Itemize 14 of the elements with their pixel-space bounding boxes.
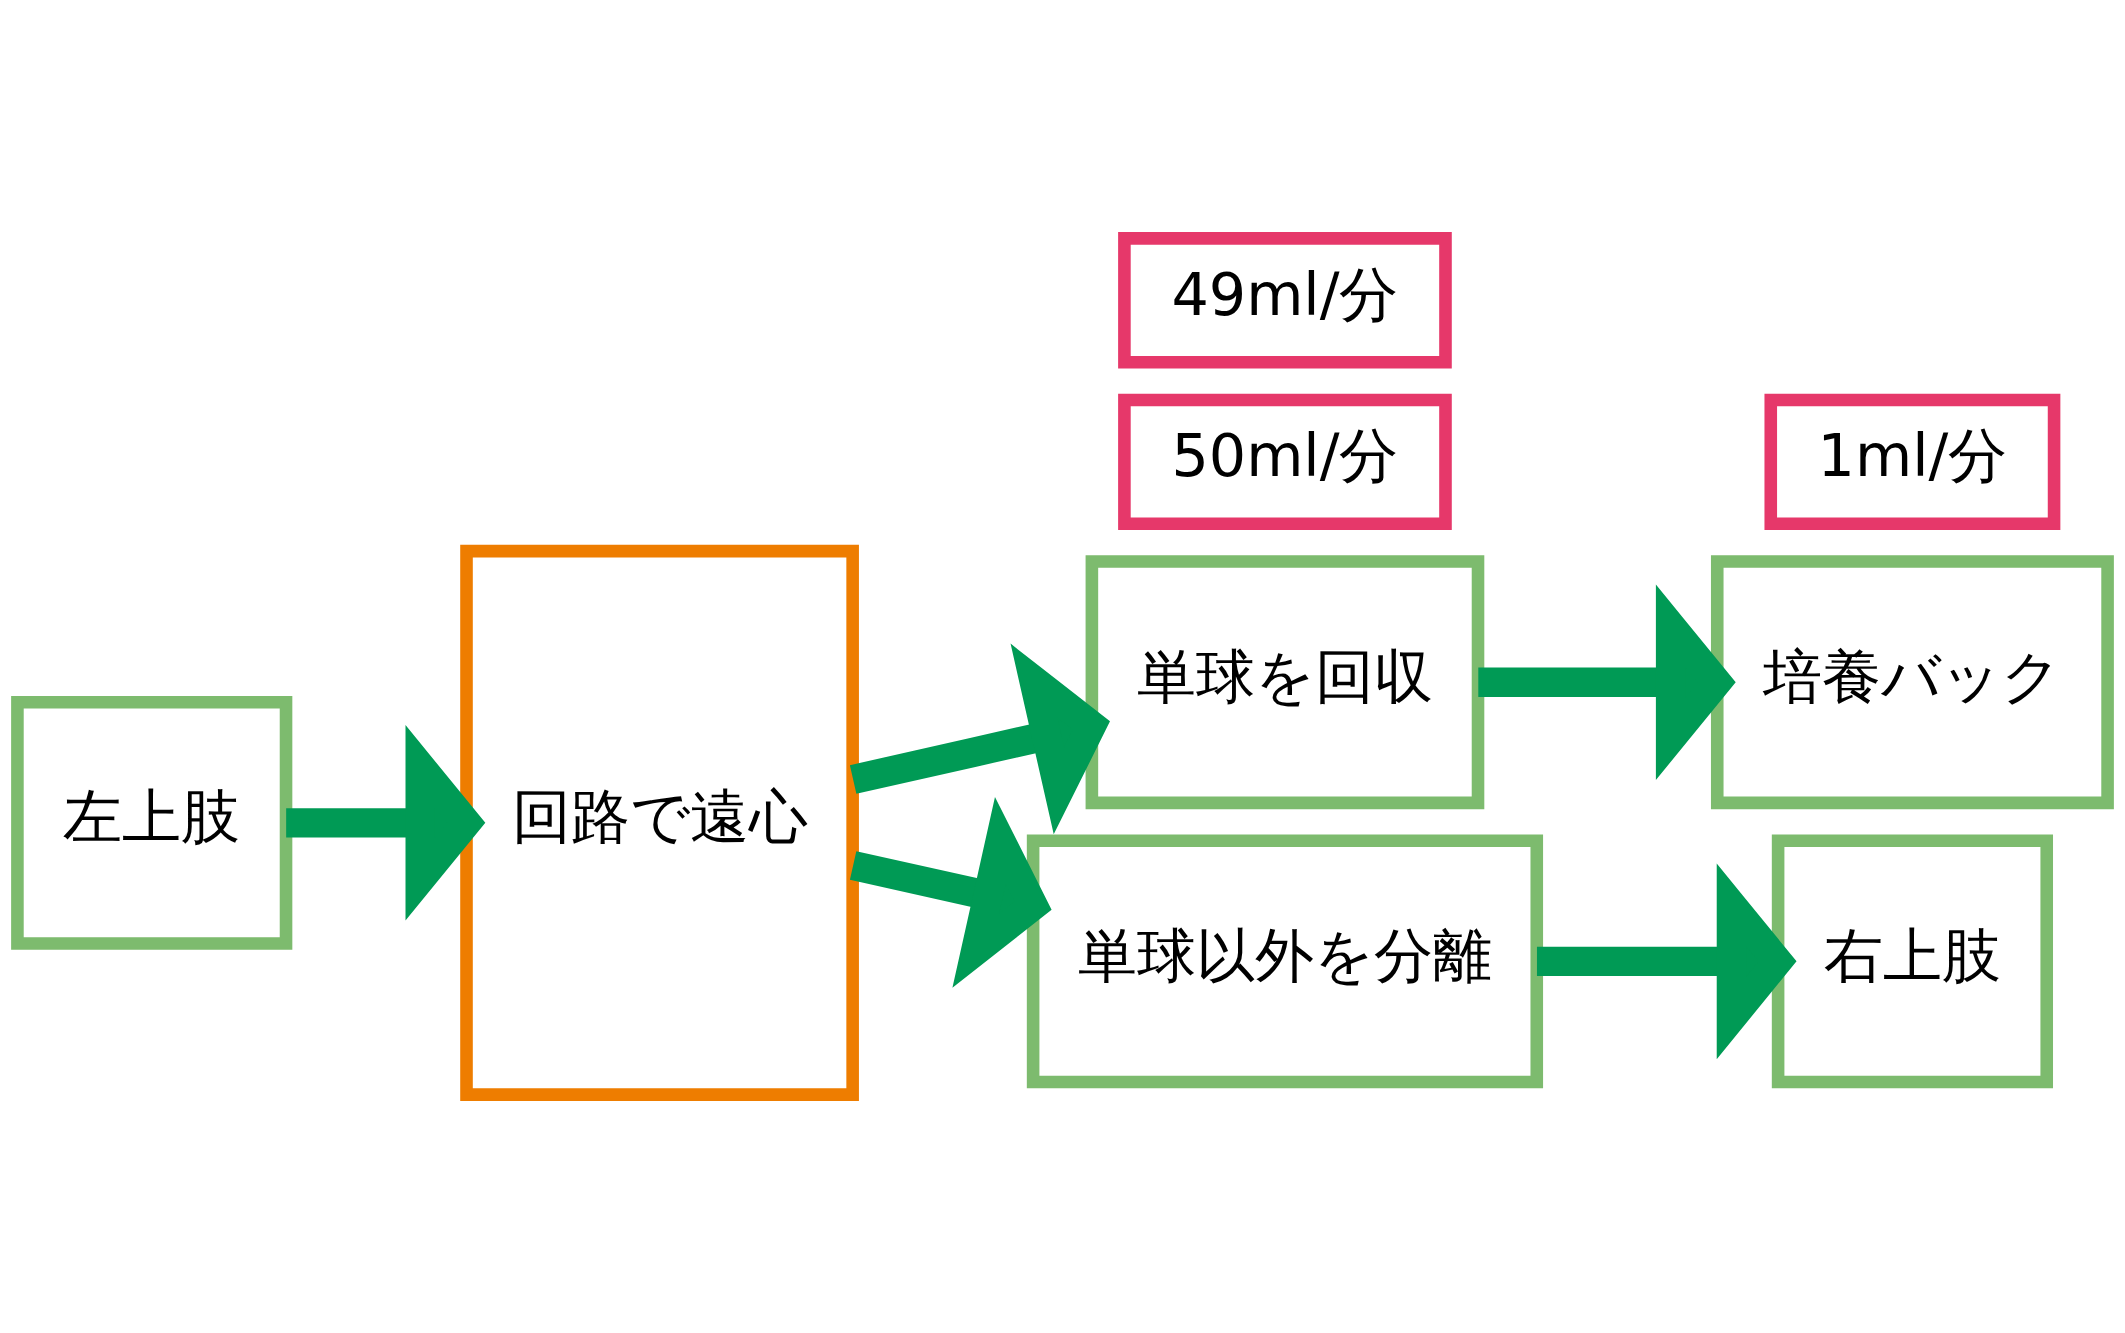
arrow xyxy=(849,797,1052,988)
arrow xyxy=(286,725,486,921)
node-box: 単球を回収 xyxy=(1085,555,1485,810)
node-box: 1ml/分 xyxy=(1764,393,2061,531)
node-box: 回路で遠心 xyxy=(460,544,859,1101)
arrow xyxy=(1536,863,1797,1060)
node-box: 右上肢 xyxy=(1771,834,2053,1089)
arrow xyxy=(1478,584,1736,781)
node-box: 培養バック xyxy=(1710,555,2114,810)
node-box: 50ml/分 xyxy=(1118,393,1452,531)
arrow xyxy=(849,643,1110,835)
node-box: 49ml/分 xyxy=(1118,232,1452,369)
node-box: 左上肢 xyxy=(11,695,293,950)
node-box: 単球以外を分離 xyxy=(1026,834,1544,1089)
